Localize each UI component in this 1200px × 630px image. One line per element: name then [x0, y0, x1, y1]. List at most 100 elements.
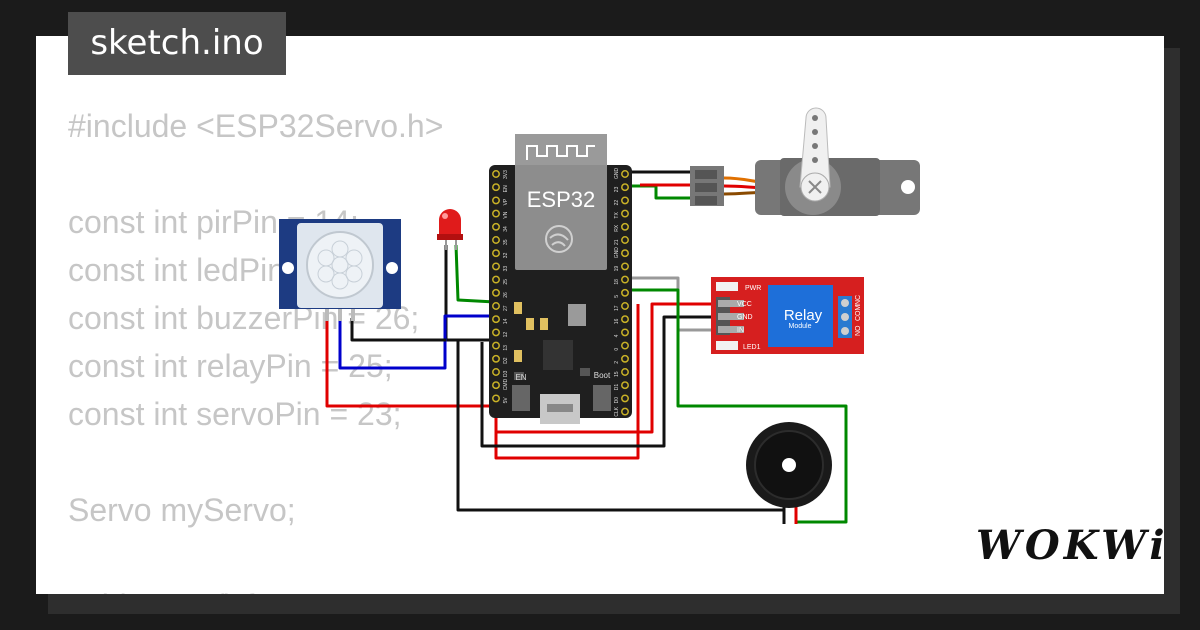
pin-label: CLK [614, 406, 620, 416]
header-pin[interactable] [621, 394, 629, 403]
wire-led-black [444, 245, 495, 342]
relay-terminal-label: NO [855, 325, 862, 336]
header-pin[interactable] [492, 196, 500, 205]
pin-label: VN [503, 211, 509, 218]
pin-label: 15 [614, 371, 620, 377]
wire-relay-red [494, 302, 716, 434]
header-pin[interactable] [621, 183, 629, 192]
pin-label: TX [614, 212, 620, 219]
header-pin[interactable] [621, 407, 629, 416]
code-preview: #include <ESP32Servo.h>const int pirPin … [68, 102, 443, 594]
buzzer[interactable] [746, 422, 832, 524]
header-pin[interactable] [492, 249, 500, 258]
header-pin[interactable] [492, 394, 500, 403]
header-pin[interactable] [621, 288, 629, 297]
relay-terminal-label: NC [855, 295, 862, 305]
header-pin[interactable] [492, 183, 500, 192]
pin-label: D3 [503, 370, 509, 377]
code-line: const int servoPin = 23; [68, 396, 402, 432]
header-pin[interactable] [621, 315, 629, 324]
pin-label: 26 [503, 292, 509, 298]
red-led[interactable] [437, 209, 463, 250]
pin-label: D2 [503, 357, 509, 364]
relay-subtitle: Module [789, 323, 812, 330]
usb-chip [543, 340, 573, 370]
relay-module[interactable]: PWR LED1 VCC GND IN Relay Module NO COM … [711, 277, 864, 354]
pin-label: 5 [614, 295, 620, 298]
en-label: EN [515, 373, 526, 382]
header-pin[interactable] [621, 381, 629, 390]
header-pin[interactable] [492, 368, 500, 376]
pin-label: 23 [614, 186, 620, 192]
pin-label: D0 [614, 397, 620, 404]
header-pin[interactable] [492, 209, 500, 218]
esp32-module [515, 165, 607, 270]
pin-label: 4 [614, 334, 620, 337]
header-pin[interactable] [621, 262, 629, 271]
header-pin[interactable] [621, 222, 629, 231]
header-pin[interactable] [621, 368, 629, 376]
header-pin[interactable] [492, 275, 500, 284]
pin-label: EN [503, 185, 509, 192]
pin-label: CMD [503, 378, 509, 390]
code-line: const int relayPin = 25; [68, 348, 393, 384]
header-pin[interactable] [492, 222, 500, 231]
en-button[interactable] [512, 385, 530, 411]
esp32-board[interactable]: ESP32 3V3ENVPVN34353233252627141213D2D3C… [489, 134, 632, 424]
servo-motor[interactable] [690, 107, 920, 216]
relay-pin-label: IN [737, 327, 744, 334]
pin-label: 32 [503, 252, 509, 258]
relay-pwr-label: PWR [745, 285, 761, 292]
header-pin[interactable] [492, 328, 500, 337]
pin-label: 22 [614, 200, 620, 206]
header-pin[interactable] [621, 354, 629, 363]
pin-label: GND [614, 168, 620, 180]
header-pin[interactable] [492, 236, 500, 244]
code-line: void setup() { [68, 582, 443, 594]
pin-label: 27 [503, 305, 509, 311]
pin-label: 34 [503, 226, 509, 232]
header-pin[interactable] [621, 170, 629, 178]
header-pin[interactable] [621, 275, 629, 284]
wire-pir-black [350, 318, 446, 342]
header-pin[interactable] [492, 302, 500, 310]
pin-label: 25 [503, 279, 509, 285]
header-pin[interactable] [492, 288, 500, 297]
header-pin[interactable] [621, 196, 629, 205]
pin-label: 12 [503, 332, 509, 338]
header-pin[interactable] [621, 302, 629, 310]
pin-label: RX [614, 224, 620, 232]
wire-pir-blue [338, 314, 495, 370]
header-pin[interactable] [621, 341, 629, 350]
pin-label: GND [614, 247, 620, 259]
esp32-label: ESP32 [527, 187, 596, 212]
pin-label: 18 [614, 279, 620, 285]
pin-label: 35 [503, 239, 509, 245]
file-tab[interactable]: sketch.ino [68, 12, 286, 75]
header-pin[interactable] [492, 262, 500, 271]
header-pin[interactable] [492, 381, 500, 390]
relay-title: Relay [784, 307, 823, 324]
wire-relay-black [480, 315, 716, 448]
pin-label: VP [503, 198, 509, 205]
header-pin[interactable] [621, 328, 629, 337]
pin-label: 17 [614, 305, 620, 311]
relay-terminal-label: COM [855, 305, 862, 322]
header-pin[interactable] [621, 249, 629, 258]
wire-pir-red [325, 318, 495, 408]
boot-label: Boot [594, 371, 611, 380]
wire-servo-green [626, 184, 695, 200]
header-pin[interactable] [621, 236, 629, 244]
wire-led-green [454, 244, 496, 304]
pin-label: 16 [614, 318, 620, 324]
pir-sensor[interactable]: + D − [279, 219, 401, 321]
header-pin[interactable] [492, 315, 500, 324]
header-pin[interactable] [621, 209, 629, 218]
header-pin[interactable] [492, 354, 500, 363]
boot-button[interactable] [593, 385, 611, 411]
header-pin[interactable] [492, 170, 500, 178]
header-pin[interactable] [492, 341, 500, 350]
